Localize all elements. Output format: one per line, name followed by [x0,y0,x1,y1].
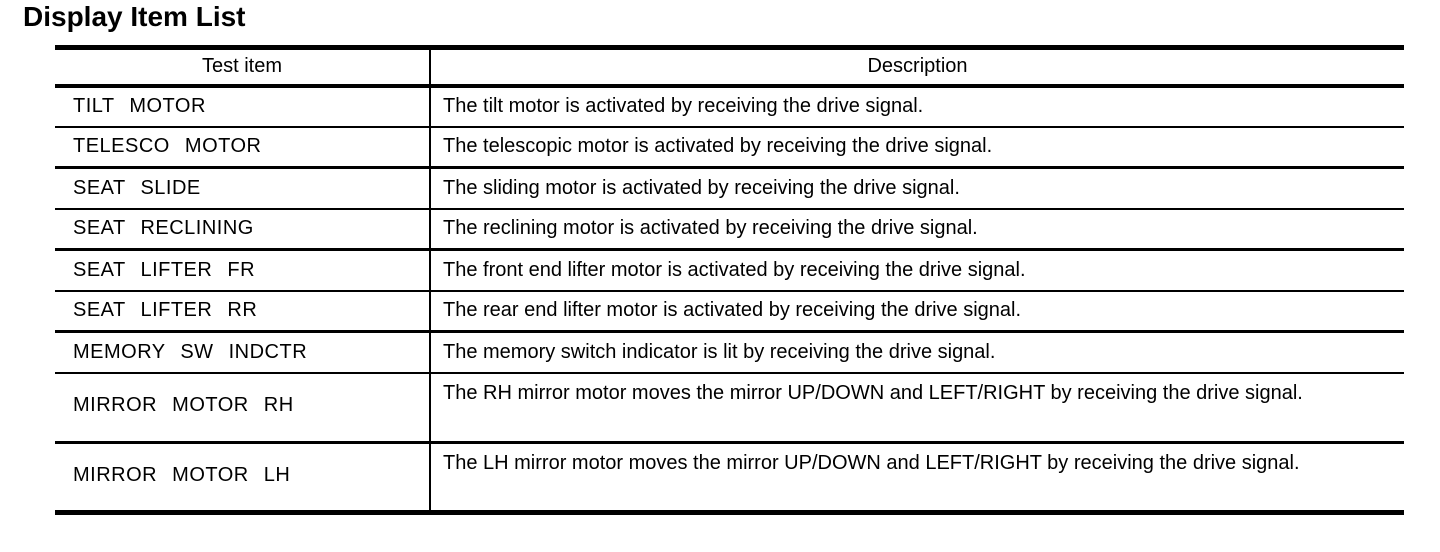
table-body: TILT MOTOR The tilt motor is activated b… [55,85,1404,513]
table-row: SEAT SLIDE The sliding motor is activate… [55,167,1404,210]
description-cell: The sliding motor is activated by receiv… [429,167,1404,210]
description-cell: The front end lifter motor is activated … [429,249,1404,292]
table-row: MIRROR MOTOR LH The LH mirror motor move… [55,442,1404,513]
description-cell: The telescopic motor is activated by rec… [429,126,1404,169]
test-item-cell: SEAT LIFTER FR [55,249,430,292]
table-header: Test item Description [55,47,1404,88]
test-item-cell: SEAT SLIDE [55,167,430,210]
page-title: Display Item List [23,1,246,32]
test-item-cell: SEAT RECLINING [55,208,430,251]
test-item-cell: MEMORY SW INDCTR [55,331,430,374]
table-row: TELESCO MOTOR The telescopic motor is ac… [55,126,1404,169]
description-cell: The tilt motor is activated by receiving… [429,85,1404,128]
test-item-cell: TILT MOTOR [55,85,430,128]
table-row: SEAT LIFTER FR The front end lifter moto… [55,249,1404,292]
description-cell: The reclining motor is activated by rece… [429,208,1404,251]
table-row: SEAT LIFTER RR The rear end lifter motor… [55,290,1404,333]
column-header-description: Description [429,47,1404,88]
table-row: SEAT RECLINING The reclining motor is ac… [55,208,1404,251]
column-header-test-item: Test item [55,47,430,88]
description-cell: The memory switch indicator is lit by re… [429,331,1404,374]
display-item-table: Test item Description TILT MOTOR The til… [55,45,1404,515]
header-row: Test item Description [55,47,1404,88]
test-item-cell: MIRROR MOTOR LH [73,464,291,486]
test-item-cell: TELESCO MOTOR [55,126,430,169]
test-item-cell: MIRROR MOTOR RH [55,372,430,444]
table-row: MIRROR MOTOR RH The RH mirror motor move… [55,372,1404,444]
test-item-cell: SEAT LIFTER RR [55,290,430,333]
description-cell: The LH mirror motor moves the mirror UP/… [429,442,1404,513]
description-cell: The RH mirror motor moves the mirror UP/… [429,372,1404,444]
table-row: MEMORY SW INDCTR The memory switch indic… [55,331,1404,374]
table-row: TILT MOTOR The tilt motor is activated b… [55,85,1404,128]
description-cell: The rear end lifter motor is activated b… [429,290,1404,333]
